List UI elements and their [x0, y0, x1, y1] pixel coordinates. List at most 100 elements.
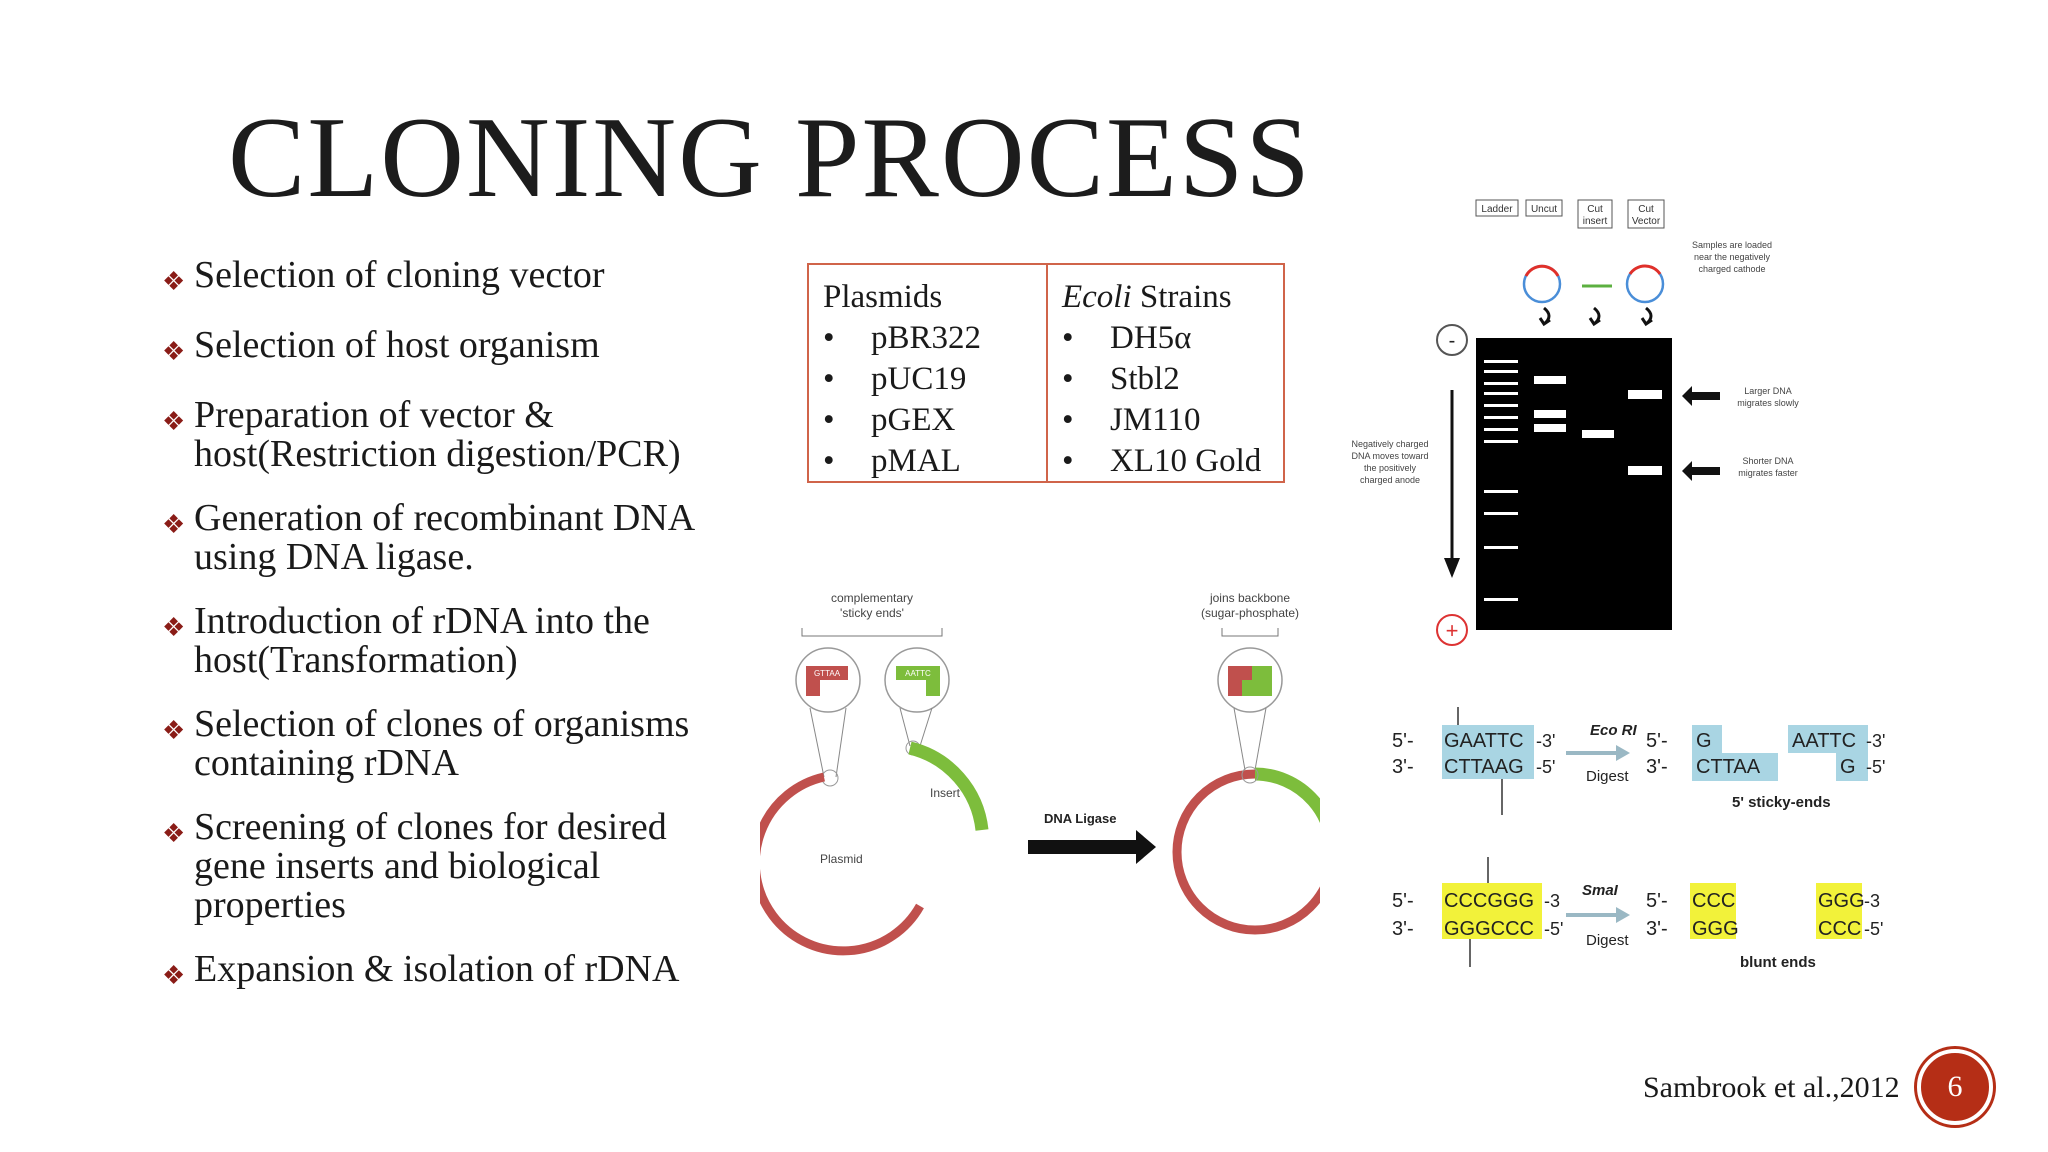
- zoom-target-circle: [1241, 766, 1259, 784]
- annotation-text: migrates faster: [1738, 468, 1798, 478]
- sticky-end-green: [896, 666, 940, 680]
- result-label: 5' sticky-ends: [1732, 794, 1831, 811]
- recombinant-plasmid: [1172, 769, 1320, 935]
- lane-label: insert: [1583, 216, 1608, 227]
- sticky-ends-label: 'sticky ends': [840, 606, 904, 620]
- result-label: blunt ends: [1740, 954, 1816, 971]
- plasmid-arc: [760, 772, 924, 956]
- lane-label: Uncut: [1531, 204, 1557, 215]
- diamond-bullet-icon: ❖: [162, 613, 186, 642]
- list-item: •pBR322: [823, 320, 982, 356]
- arrow-left-icon: [1682, 386, 1720, 406]
- zoom-line: [919, 707, 933, 747]
- sequence-text: CCC: [1692, 890, 1735, 912]
- sequence-green: AATTC: [905, 669, 931, 678]
- strand-end-label: -3: [1864, 891, 1880, 911]
- strains-column: Ecoli Strains •DH5α •Stbl2 •JM110 •XL10 …: [1046, 265, 1283, 481]
- lane-label: Ladder: [1481, 204, 1513, 215]
- zoom-line: [1233, 707, 1246, 771]
- bracket-icon: [801, 628, 943, 637]
- list-item: •Stbl2: [1062, 361, 1180, 397]
- strand-end-label: -3': [1536, 731, 1555, 751]
- gel-diagram: Ladder Uncut Cut insert Cut Vector Sampl…: [1351, 199, 1799, 646]
- plasmid-label: Plasmid: [820, 852, 863, 866]
- restriction-digest-diagram: 5'- 3'- GAATTC CTTAAG -3' -5' Eco RI Dig…: [1392, 707, 1885, 971]
- insert-arc: [908, 741, 989, 831]
- anode-icon: [1436, 614, 1468, 646]
- bullet-item: ❖Preparation of vector & host(Restrictio…: [162, 394, 681, 475]
- sequence-text: CCCGGG: [1444, 890, 1534, 912]
- lane-label: Cut: [1638, 204, 1654, 215]
- arrow-down-icon: [1444, 558, 1460, 578]
- sequence-highlight-blue: [1442, 725, 1534, 779]
- annotation-text: Samples are loaded: [1692, 240, 1772, 250]
- ligase-label: DNA Ligase: [1044, 811, 1116, 826]
- gel-band: [1628, 466, 1662, 475]
- gel-band: [1628, 390, 1662, 399]
- list-item: •pMAL: [823, 443, 961, 479]
- cathode-icon: [1436, 324, 1468, 356]
- strand-end-label: -3: [1544, 891, 1560, 911]
- strand-end-label: 5'-: [1646, 730, 1668, 752]
- zoom-line: [835, 707, 847, 778]
- diamond-bullet-icon: ❖: [162, 337, 186, 366]
- arrow-down-icon: [1640, 306, 1653, 327]
- strand-end-label: 3'-: [1646, 756, 1668, 778]
- zoom-line: [809, 707, 825, 778]
- sequence-highlight-blue: [1692, 753, 1778, 781]
- sequence-text: GGG: [1818, 890, 1865, 912]
- sequence-text: G: [1840, 756, 1856, 778]
- bullet-item: ❖Selection of cloning vector: [162, 256, 762, 301]
- bracket-icon: [1221, 628, 1279, 637]
- action-label: Digest: [1586, 932, 1629, 949]
- bullet-item: ❖Selection of clones of organisms contai…: [162, 703, 690, 784]
- gel-band: [1582, 430, 1614, 438]
- sticky-end-red: [806, 680, 820, 696]
- sequence-text: GAATTC: [1444, 730, 1524, 752]
- plasmids-header: Plasmids: [823, 279, 943, 315]
- page-number-badge: 6: [1917, 1049, 1993, 1125]
- backbone-label: (sugar-phosphate): [1201, 606, 1299, 620]
- sequence-text: GGGCCC: [1444, 918, 1534, 940]
- annotation-text: Negatively charged: [1351, 439, 1428, 449]
- sequence-text: GGG: [1692, 918, 1739, 940]
- arrow-right-icon: [1028, 830, 1156, 864]
- bullet-item: ❖Introduction of rDNA into the host(Tran…: [162, 600, 650, 681]
- sequence-text: CTTAA: [1696, 756, 1761, 778]
- arrow-down-icon: [1538, 306, 1551, 327]
- sequence-highlight-yellow: [1690, 883, 1736, 939]
- annotation-text: charged cathode: [1698, 264, 1765, 274]
- cathode-symbol: -: [1449, 330, 1456, 352]
- diamond-bullet-icon: ❖: [162, 267, 186, 296]
- zoom-line: [899, 707, 911, 747]
- diamond-bullet-icon: ❖: [162, 819, 186, 848]
- sticky-end-red: [806, 666, 848, 680]
- strains-header: Ecoli Strains: [1062, 279, 1232, 315]
- lane-label: Vector: [1632, 216, 1661, 227]
- citation: Sambrook et al.,2012: [1643, 1071, 1900, 1104]
- strand-end-label: -5': [1536, 757, 1555, 777]
- arrow-down-icon: [1588, 306, 1601, 327]
- sticky-ends-label: complementary: [831, 591, 913, 605]
- action-label: Digest: [1586, 768, 1629, 785]
- bullet-list: ❖Selection of cloning vector ❖Selection …: [162, 256, 762, 1020]
- slide-title: CLONING PROCESS: [228, 94, 1312, 222]
- lane-label: Cut: [1587, 204, 1603, 215]
- arrow-right-icon: [1566, 907, 1630, 923]
- ligation-diagram: complementary 'sticky ends' joins backbo…: [760, 591, 1320, 956]
- arrow-left-icon: [1682, 461, 1720, 481]
- lane-label-box: [1525, 199, 1563, 217]
- sequence-text: G: [1696, 730, 1712, 752]
- sequence-highlight-yellow: [1442, 883, 1542, 939]
- list-item: •pUC19: [823, 361, 967, 397]
- plasmids-column: Plasmids •pBR322 •pUC19 •pGEX •pMAL: [809, 265, 1046, 481]
- lane-label-box: [1475, 199, 1519, 217]
- list-item: •JM110: [1062, 402, 1201, 438]
- diamond-bullet-icon: ❖: [162, 716, 186, 745]
- lane-label-box: [1627, 199, 1665, 229]
- uncut-plasmid-icon: [1524, 264, 1560, 277]
- strand-end-label: 3'-: [1392, 918, 1414, 940]
- ladder-bands: [1484, 360, 1518, 601]
- sequence-highlight-blue: [1692, 725, 1722, 753]
- annotation-text: Larger DNA: [1744, 386, 1792, 396]
